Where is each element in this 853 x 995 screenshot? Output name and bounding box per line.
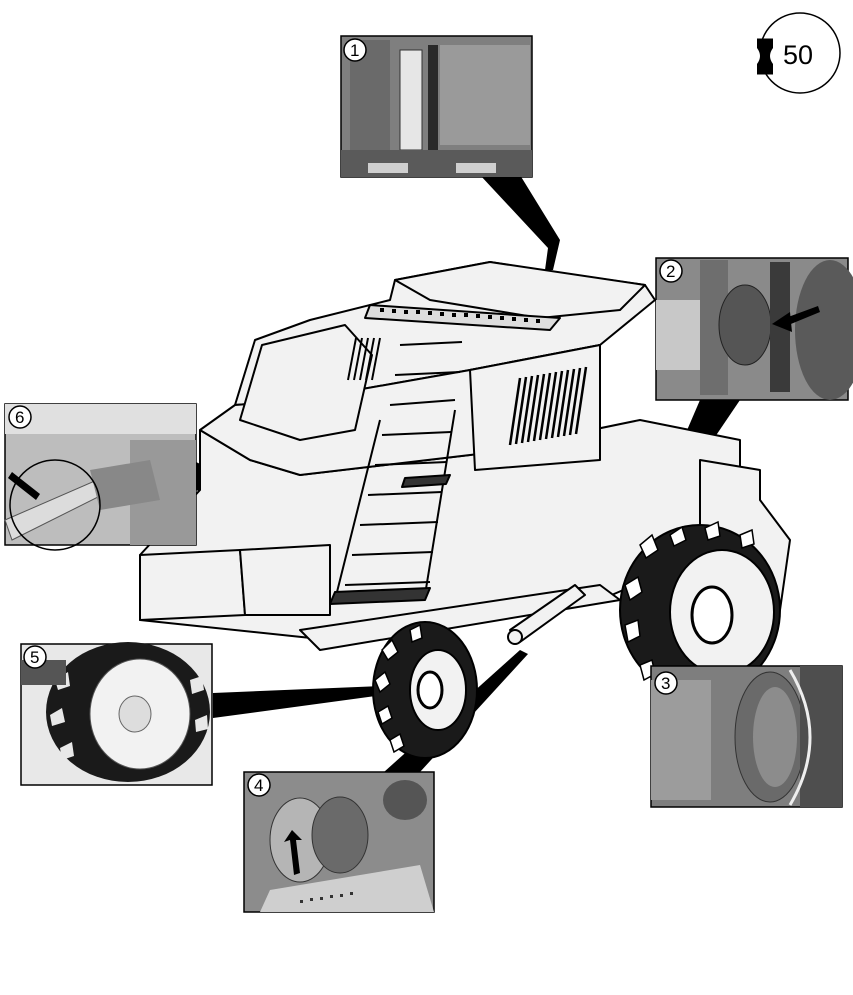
front-hub [416,670,444,710]
interval-value: 50 [783,40,813,70]
front-wheel [372,621,478,759]
callout-number-1: 1 [350,41,359,60]
callout-number-4: 4 [254,776,263,795]
callout-number-5: 5 [30,648,39,667]
photo-inset-6: 6 [4,403,197,551]
cylinder-pivot [507,629,523,645]
platform-holes [380,308,540,323]
ladder-mid-landing [401,474,451,488]
front-lower-block [139,549,246,621]
rear-wheel [619,520,781,696]
ladder-landing [329,587,431,605]
callout-number-2: 2 [666,262,675,281]
photo-inset-3: 3 [650,665,843,808]
callout-number-6: 6 [15,408,24,427]
cab-panel [239,324,373,441]
leader-1 [480,175,560,270]
leader-5 [213,685,405,718]
hourglass-icon [754,38,774,75]
photo-inset-4: 4 [243,771,435,913]
callout-number-3: 3 [661,674,670,693]
rear-tire-treads [624,520,755,682]
roof-platform [364,304,561,331]
front-step-block [239,544,331,616]
grain-tank-roof [394,261,646,319]
photo-inset-2: 2 [655,257,853,401]
service-interval-badge: 50 [754,12,841,94]
cab-grille [347,337,381,381]
front-tire-treads [374,623,423,754]
engine-grille [508,366,588,446]
access-ladder [334,341,463,601]
photo-inset-5: 5 [20,642,213,786]
photo-inset-1: 1 [340,35,533,178]
rear-hub [690,585,734,645]
